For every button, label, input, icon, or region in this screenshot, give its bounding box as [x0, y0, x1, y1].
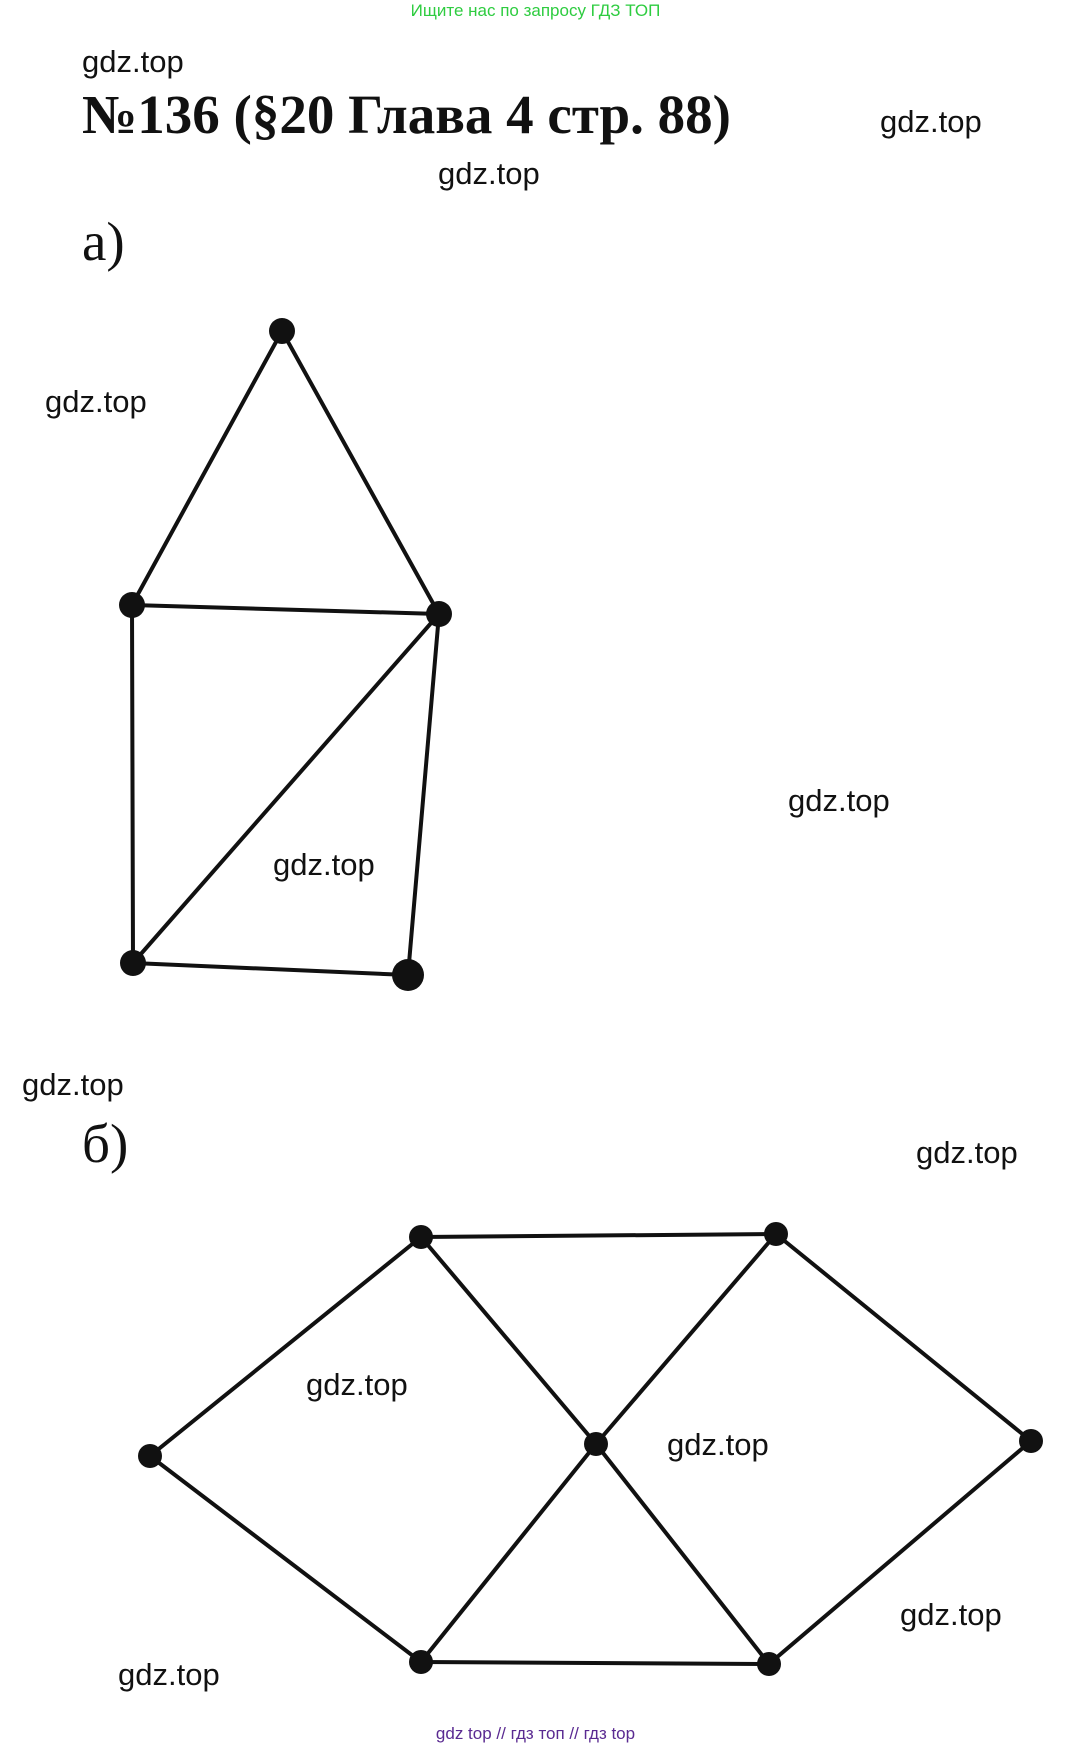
edge — [406, 612, 441, 977]
vertex — [119, 592, 145, 618]
edge — [130, 603, 135, 965]
vertex — [392, 959, 424, 991]
watermark: gdz.top — [667, 1427, 769, 1462]
edge — [130, 329, 284, 607]
watermark: gdz.top — [45, 384, 147, 419]
watermark: gdz.top — [880, 104, 982, 139]
edge — [419, 1232, 778, 1239]
edge — [774, 1232, 1033, 1443]
vertex — [757, 1652, 781, 1676]
footer-links[interactable]: gdz top // гдз топ // гдз top — [435, 1724, 636, 1743]
edge — [419, 1235, 598, 1446]
search-banner[interactable]: Ищите нас по запросу ГДЗ ТОП — [410, 1, 661, 20]
edge — [131, 612, 441, 965]
edge — [419, 1660, 771, 1666]
edge — [148, 1454, 423, 1664]
vertex — [138, 1444, 162, 1468]
edge — [419, 1442, 598, 1664]
edge — [280, 329, 441, 616]
part-b-label: б) — [82, 1113, 129, 1174]
part-a-label: а) — [82, 211, 125, 272]
watermark: gdz.top — [438, 156, 540, 191]
watermark: gdz.top — [916, 1135, 1018, 1170]
watermark: gdz.top — [22, 1067, 124, 1102]
edge — [130, 603, 441, 616]
watermark: gdz.top — [306, 1367, 408, 1402]
edge — [131, 961, 410, 977]
page-title: №136 (§20 Глава 4 стр. 88) — [82, 84, 731, 145]
vertex — [584, 1432, 608, 1456]
vertex — [764, 1222, 788, 1246]
vertex — [409, 1650, 433, 1674]
vertex — [409, 1225, 433, 1249]
watermark: gdz.top — [118, 1657, 220, 1692]
watermark: gdz.top — [273, 847, 375, 882]
watermark: gdz.top — [788, 783, 890, 818]
edge — [148, 1235, 423, 1458]
vertex — [120, 950, 146, 976]
vertex — [1019, 1429, 1043, 1453]
edge — [594, 1232, 778, 1446]
vertex — [426, 601, 452, 627]
edge — [767, 1439, 1033, 1666]
watermark: gdz.top — [82, 44, 184, 79]
watermark: gdz.top — [900, 1597, 1002, 1632]
vertex — [269, 318, 295, 344]
edge — [594, 1442, 771, 1666]
